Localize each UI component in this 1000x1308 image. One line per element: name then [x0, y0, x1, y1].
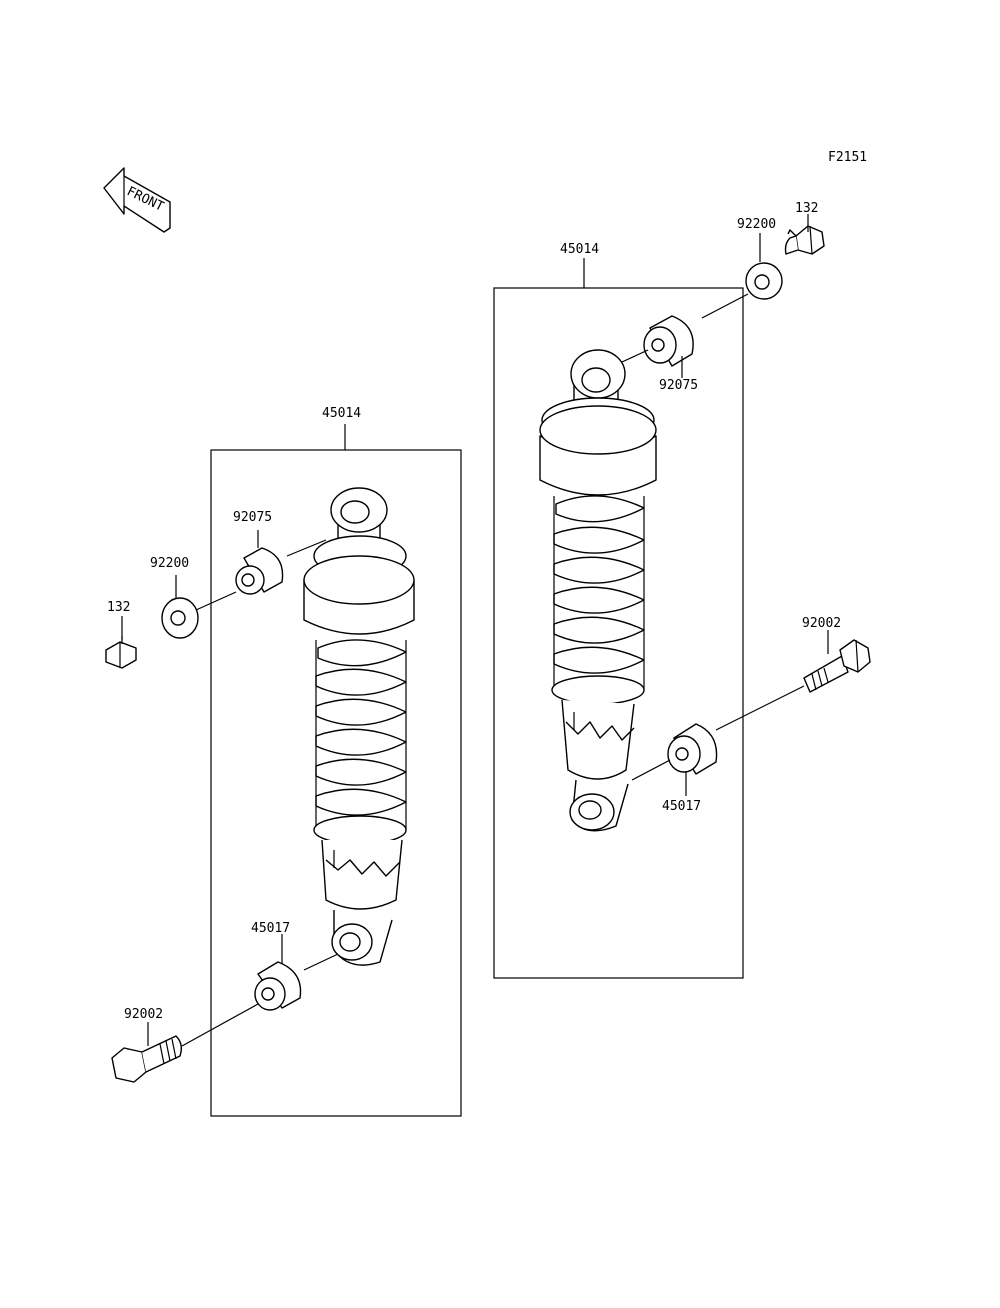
left-label-92075: 92075	[233, 510, 272, 525]
right-label-45017: 45017	[662, 799, 701, 814]
left-washer-92200-icon	[161, 597, 199, 639]
left-label-92002: 92002	[124, 1007, 163, 1022]
left-label-45017: 45017	[251, 921, 290, 936]
right-label-92075: 92075	[659, 378, 698, 393]
right-label-45014: 45014	[560, 242, 599, 257]
left-label-45014: 45014	[322, 406, 361, 421]
left-assembly: 45014	[105, 406, 462, 1117]
figure-code: F2151	[828, 150, 867, 165]
right-collar-92075-icon	[643, 315, 694, 367]
right-shock-absorber-icon	[539, 349, 657, 832]
left-label-132: 132	[107, 600, 130, 615]
front-arrow-icon: FRONT	[103, 167, 171, 233]
left-bolt-132-icon	[105, 636, 137, 669]
right-label-92200: 92200	[737, 217, 776, 232]
left-shock-box	[210, 449, 462, 1117]
right-washer-92200-icon	[745, 262, 783, 300]
right-label-92002: 92002	[802, 616, 841, 631]
left-bolt-92002-icon	[111, 1035, 183, 1083]
right-assembly: 45014	[493, 201, 871, 979]
right-label-132: 132	[795, 201, 818, 216]
left-label-92200: 92200	[150, 556, 189, 571]
right-collar-45017-icon	[667, 723, 718, 775]
left-collar-92075-icon	[235, 547, 284, 595]
left-collar-45017-icon	[254, 961, 302, 1011]
left-shock-absorber-icon	[303, 487, 415, 966]
right-bolt-92002-icon	[803, 639, 871, 693]
right-bolt-132-icon	[784, 225, 825, 255]
right-shock-box	[493, 287, 744, 979]
